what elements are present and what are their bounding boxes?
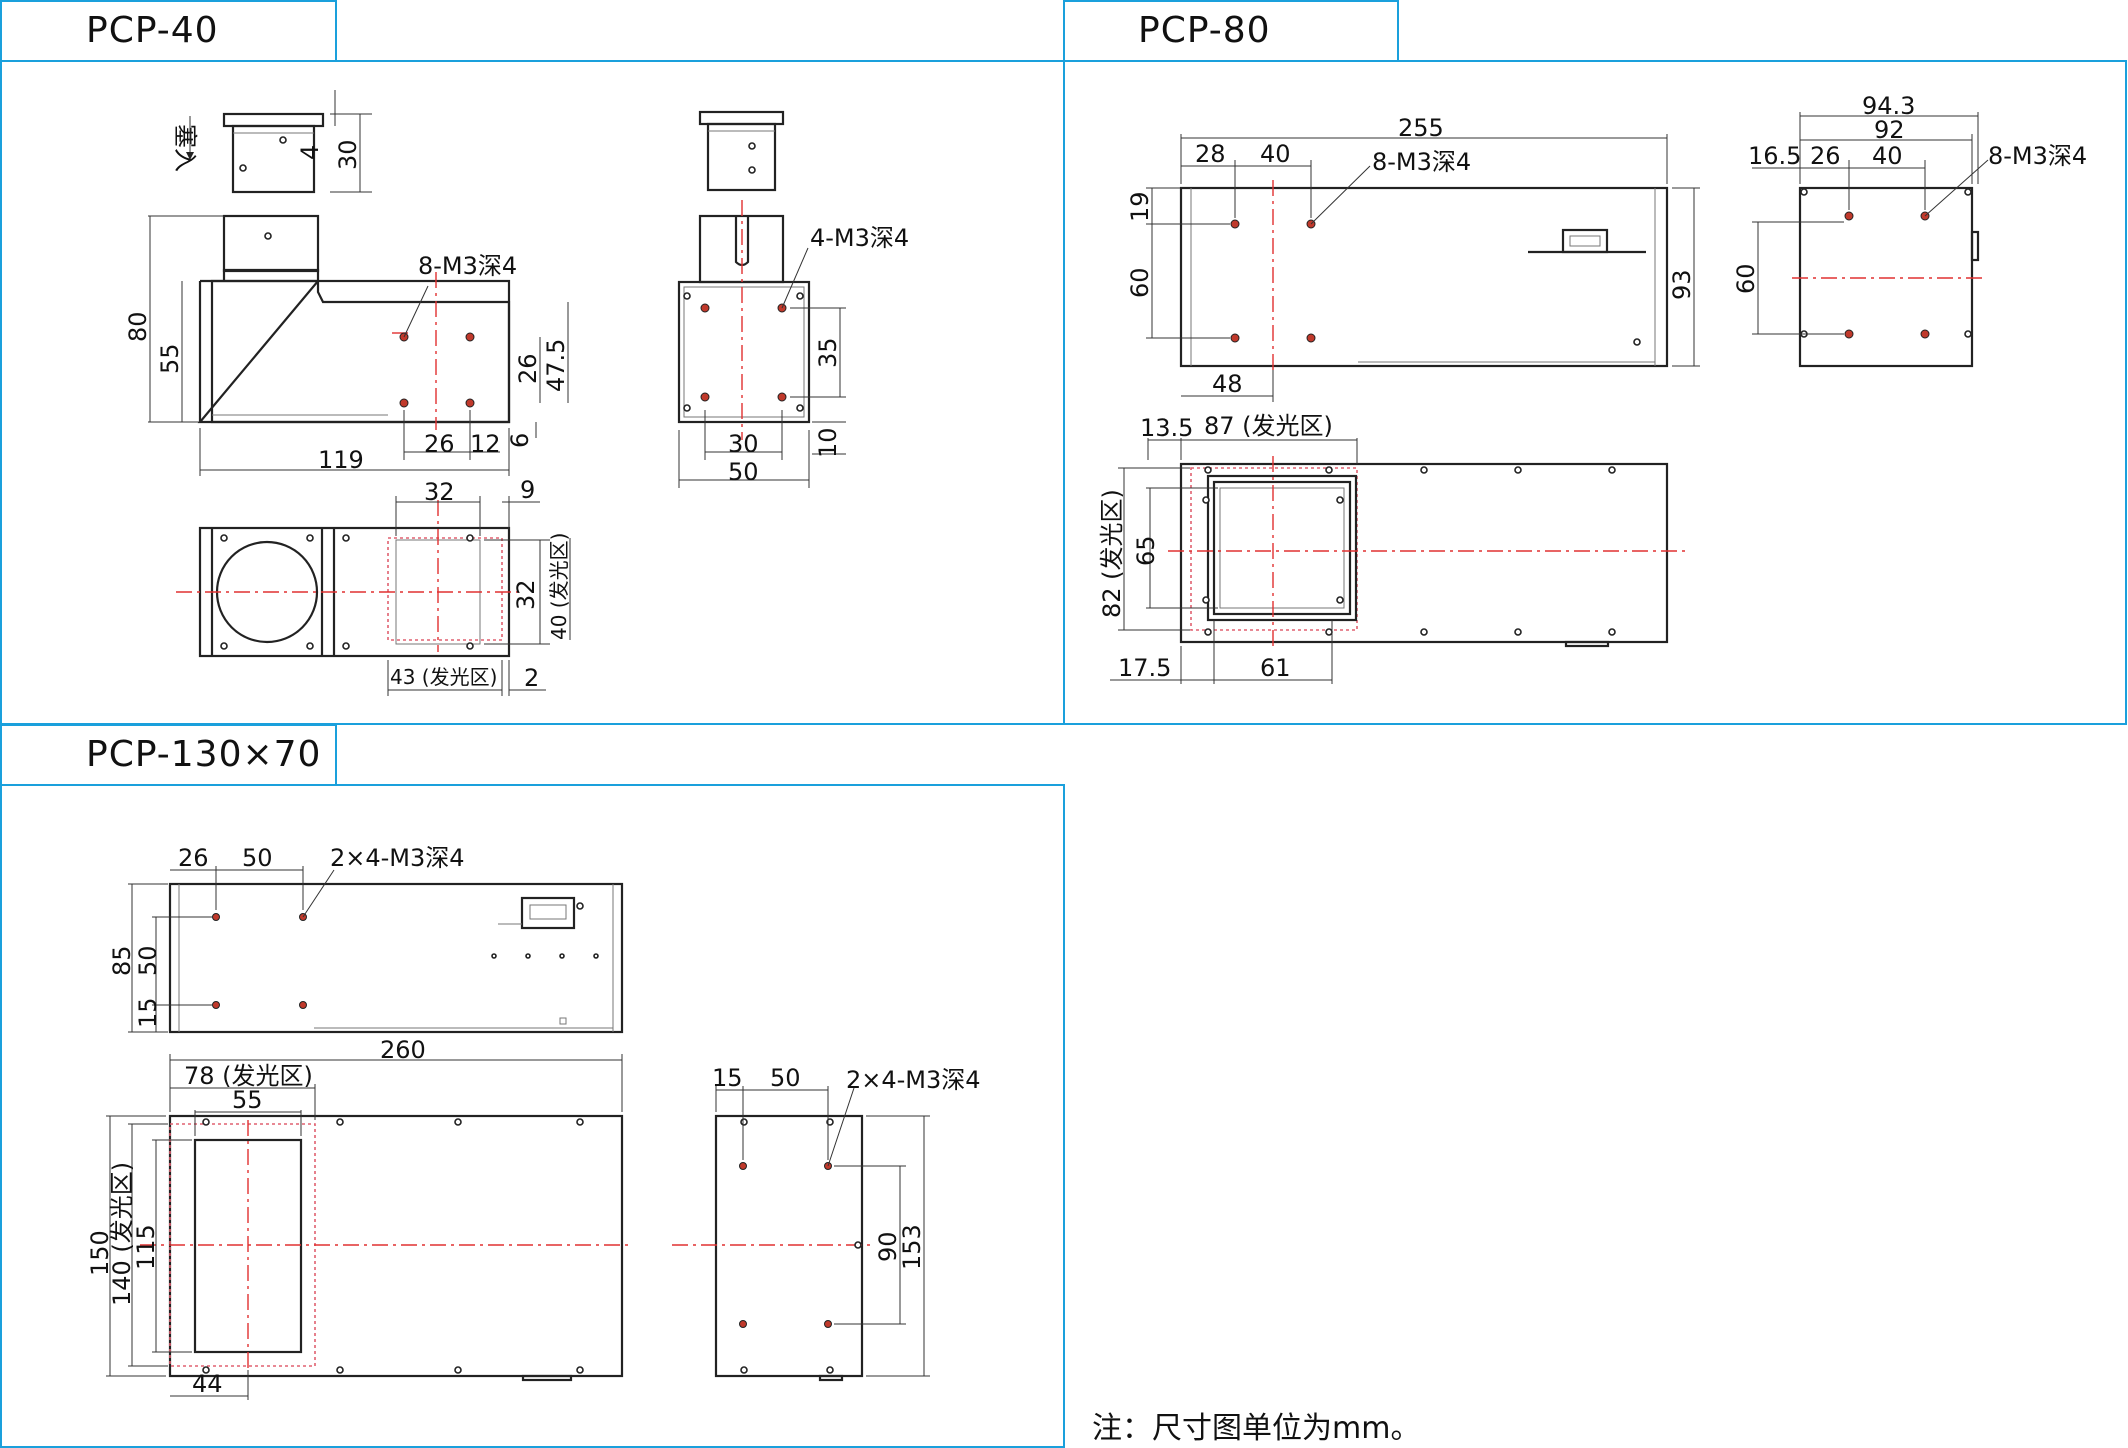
pcp80-dim-60b: 60 xyxy=(1732,263,1760,294)
pcp80-dim-87: 87 (发光区) xyxy=(1204,412,1333,440)
pcp40-dim-32v: 32 xyxy=(512,579,540,610)
pcp130-dim-85: 85 xyxy=(108,945,136,976)
pcp40-dim-10: 10 xyxy=(814,427,842,458)
pcp130-holes-side: 2×4-M3深4 xyxy=(846,1066,981,1094)
pcp40-dim-35: 35 xyxy=(814,337,842,368)
pcp40-dim-26v: 26 xyxy=(514,353,542,384)
pcp40-title: PCP-40 xyxy=(86,10,219,51)
pcp80-dim-40b: 40 xyxy=(1872,142,1903,170)
pcp80-dim-255: 255 xyxy=(1398,114,1444,142)
pcp80-dim-60: 60 xyxy=(1126,267,1154,298)
pcp130-dim-78: 78 (发光区) xyxy=(184,1062,313,1090)
pcp130-drawing: 2×4-M3深4 26 50 85 50 15 260 78 (发光区) xyxy=(86,844,981,1400)
pcp40-dim-26h: 26 xyxy=(424,430,455,458)
pcp40-dim-55: 55 xyxy=(156,343,184,374)
pcp40-dim-9: 9 xyxy=(520,476,535,504)
pcp40-holes-side: 4-M3深4 xyxy=(810,224,909,252)
pcp40-dim-12: 12 xyxy=(470,430,501,458)
pcp80-holes-side: 8-M3深4 xyxy=(1988,142,2087,170)
pcp80-dim-61: 61 xyxy=(1260,654,1291,682)
pcp80-dim-40: 40 xyxy=(1260,140,1291,168)
pcp80-dim-13: 13.5 xyxy=(1140,414,1193,442)
pcp130-dim-26: 26 xyxy=(178,844,209,872)
pcp80-dim-17: 17.5 xyxy=(1118,654,1171,682)
pcp130-dim-50b: 50 xyxy=(770,1064,801,1092)
pcp40-dim-47: 47.5 xyxy=(542,339,570,392)
pcp40-dim-2: 2 xyxy=(524,664,539,692)
pcp40-dim-30: 30 xyxy=(334,139,362,170)
pcp80-dim-82: 82 (发光区) xyxy=(1098,489,1126,618)
pcp130-dim-15: 15 xyxy=(134,997,162,1028)
pcp130-dim-55: 55 xyxy=(232,1086,263,1114)
pcp40-dim-80: 80 xyxy=(124,311,152,342)
pcp130-dim-44: 44 xyxy=(192,1370,223,1398)
pcp130-dim-150: 150 xyxy=(86,1230,114,1276)
pcp80-dim-65: 65 xyxy=(1132,535,1160,566)
pcp80-dim-92: 92 xyxy=(1874,116,1905,144)
pcp80-dim-28: 28 xyxy=(1195,140,1226,168)
pcp40-dim-6: 6 xyxy=(506,433,534,448)
pcp130-dim-90: 90 xyxy=(874,1231,902,1262)
pcp40-dim-4: 4 xyxy=(296,145,324,160)
pcp130-dim-50: 50 xyxy=(242,844,273,872)
pcp40-dim-43: 43 (发光区) xyxy=(390,665,497,689)
pcp130-holes-front: 2×4-M3深4 xyxy=(330,844,465,872)
pcp80-dim-93: 93 xyxy=(1668,269,1696,300)
pcp80-holes-front: 8-M3深4 xyxy=(1372,148,1471,176)
pcp40-holes-front: 8-M3深4 xyxy=(418,252,517,280)
pcp40-dim-119: 119 xyxy=(318,446,364,474)
pcp40-dim-40: 40 (发光区) xyxy=(547,533,571,640)
pcp80-dim-48: 48 xyxy=(1212,370,1243,398)
pcp40-drawing: 塞入 4 30 8-M3深4 80 55 26 47 xyxy=(124,90,909,696)
pcp130-dim-153: 153 xyxy=(898,1224,926,1270)
pcp40-insert-label: 塞入 xyxy=(171,124,199,172)
pcp130-dim-260: 260 xyxy=(380,1036,426,1064)
units-note: 注：尺寸图单位为mm。 xyxy=(1092,1411,1421,1446)
pcp40-dim-50: 50 xyxy=(728,458,759,486)
pcp130-dim-15b: 15 xyxy=(712,1064,743,1092)
pcp130-dim-115: 115 xyxy=(132,1224,160,1270)
pcp130-dim-50v: 50 xyxy=(134,945,162,976)
pcp80-dim-19: 19 xyxy=(1126,191,1154,222)
pcp80-dim-16: 16.5 xyxy=(1748,142,1801,170)
pcp40-dim-30b: 30 xyxy=(728,430,759,458)
pcp130-dim-140: 140 (发光区) xyxy=(108,1162,136,1306)
pcp80-drawing: 8-M3深4 255 28 40 19 60 93 48 8-M3深4 xyxy=(1098,92,2087,684)
pcp130-title: PCP-130×70 xyxy=(86,734,322,775)
pcp80-dim-26: 26 xyxy=(1810,142,1841,170)
pcp80-dim-94: 94.3 xyxy=(1862,92,1915,120)
pcp40-dim-32h: 32 xyxy=(424,478,455,506)
pcp80-title: PCP-80 xyxy=(1138,10,1271,51)
